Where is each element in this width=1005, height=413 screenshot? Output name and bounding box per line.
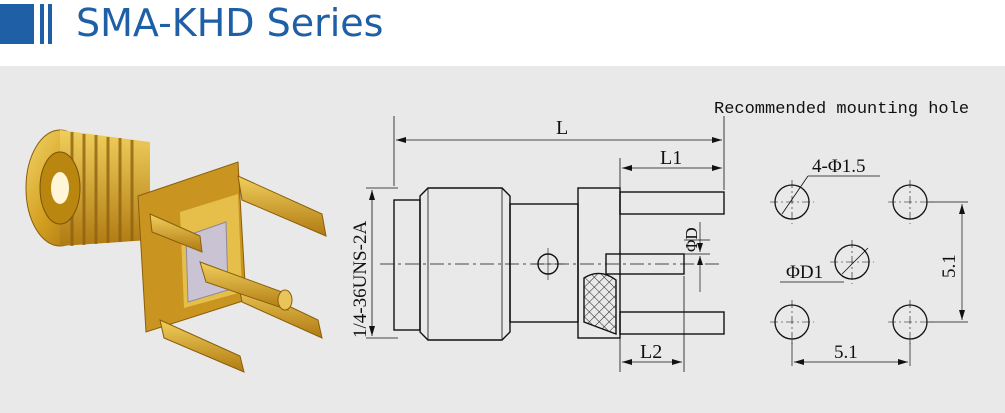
page-title: SMA-KHD Series xyxy=(76,1,384,45)
header-accent-stripe xyxy=(40,4,44,44)
dimension-l-label: L xyxy=(556,117,568,139)
thread-spec-label: 1/4-36UNS-2A xyxy=(350,221,371,338)
mounting-hole-diagram xyxy=(770,175,968,366)
horizontal-pitch-label: 5.1 xyxy=(834,342,858,363)
side-view-drawing xyxy=(366,116,725,372)
header-accent-stripe xyxy=(48,4,52,44)
connector-render xyxy=(25,129,327,373)
dimension-l1-label: L1 xyxy=(660,147,682,169)
dimension-l2-label: L2 xyxy=(640,341,662,363)
header-accent-bar xyxy=(0,4,34,44)
vertical-pitch-label: 5.1 xyxy=(939,254,960,278)
mounting-hole-label: Recommended mounting hole xyxy=(714,100,969,119)
header: SMA-KHD Series xyxy=(0,0,1005,66)
holes-diameter-label: 4-Φ1.5 xyxy=(812,156,865,177)
dimension-phid-label: ΦD xyxy=(682,227,701,252)
center-hole-label: ΦD1 xyxy=(786,262,823,283)
